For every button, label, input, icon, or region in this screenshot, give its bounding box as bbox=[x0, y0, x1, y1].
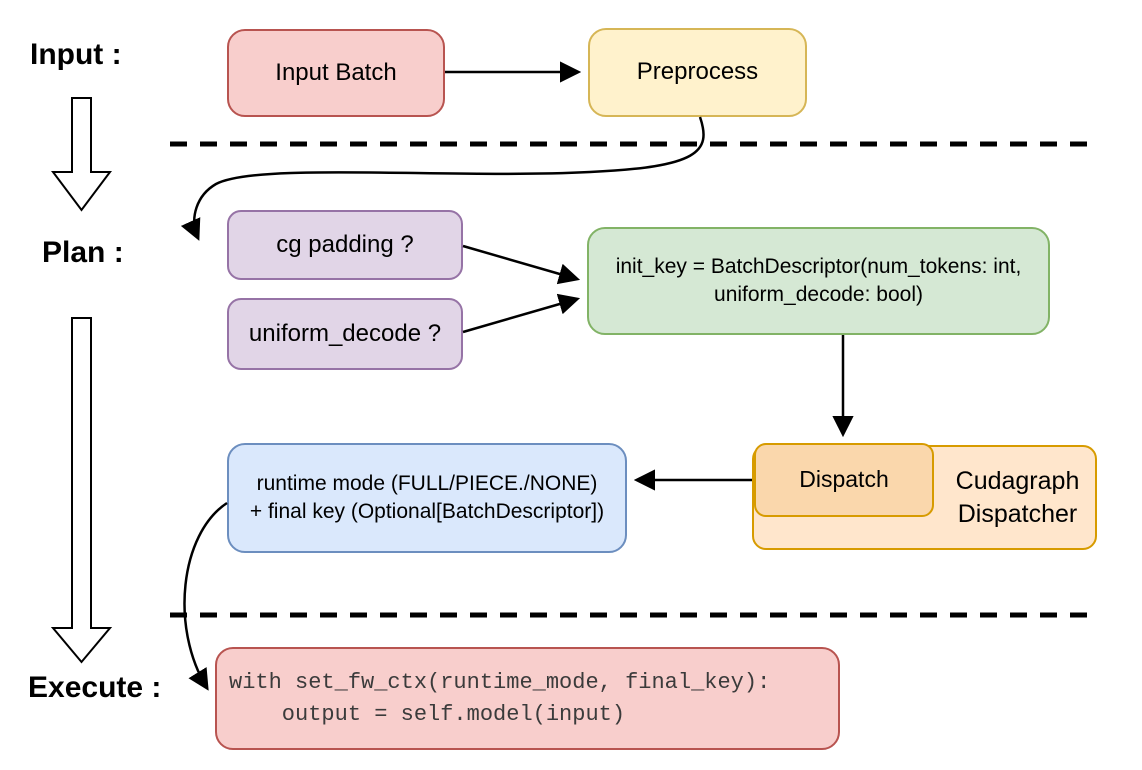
stage-label-execute: Execute : bbox=[28, 671, 162, 704]
node-runtime-line1: runtime mode (FULL/PIECE./NONE) bbox=[256, 471, 598, 495]
node-init-key-line2: uniform_decode: bool) bbox=[714, 283, 923, 306]
arrow-runtime-executecode bbox=[183, 501, 228, 691]
node-preprocess-label: Preprocess bbox=[636, 58, 759, 86]
node-init-key-line1: init_key = BatchDescriptor(num_tokens: i… bbox=[615, 254, 1022, 278]
node-cg-padding: cg padding ? bbox=[227, 210, 463, 280]
node-execute-code: with set_fw_ctx(runtime_mode, final_key)… bbox=[215, 647, 840, 750]
node-input-batch-label: Input Batch bbox=[275, 58, 397, 86]
node-preprocess: Preprocess bbox=[588, 28, 807, 117]
node-runtime-line2: + final key (Optional[BatchDescriptor]) bbox=[249, 500, 605, 523]
node-uniform-decode: uniform_decode ? bbox=[227, 298, 463, 370]
cudagraph-label-line1: Cudagraph bbox=[955, 467, 1080, 495]
node-input-batch: Input Batch bbox=[227, 29, 445, 117]
arrow-preprocess-cgpadding bbox=[180, 116, 705, 241]
arrow-cgpadding-initkey bbox=[462, 244, 581, 285]
node-cg-padding-label: cg padding ? bbox=[276, 230, 414, 258]
plan-to-execute-arrow-icon bbox=[50, 317, 113, 664]
stage-label-plan: Plan : bbox=[42, 236, 124, 269]
node-cudagraph-dispatcher-label: Cudagraph Dispatcher bbox=[938, 445, 1097, 550]
stage-label-input: Input : bbox=[30, 38, 122, 71]
execute-code-line2: output = self.model(input) bbox=[229, 701, 626, 727]
arrow-uniformdecode-initkey bbox=[462, 293, 581, 334]
cudagraph-label-line2: Dispatcher bbox=[957, 499, 1078, 528]
node-dispatch: Dispatch bbox=[754, 443, 934, 517]
execute-code-line1: with set_fw_ctx(runtime_mode, final_key)… bbox=[229, 669, 771, 695]
node-runtime-result: runtime mode (FULL/PIECE./NONE) + final … bbox=[227, 443, 627, 553]
input-to-plan-arrow-icon bbox=[51, 97, 112, 212]
node-uniform-decode-label: uniform_decode ? bbox=[248, 319, 442, 347]
node-dispatch-label: Dispatch bbox=[799, 466, 889, 493]
node-init-key: init_key = BatchDescriptor(num_tokens: i… bbox=[587, 227, 1050, 335]
